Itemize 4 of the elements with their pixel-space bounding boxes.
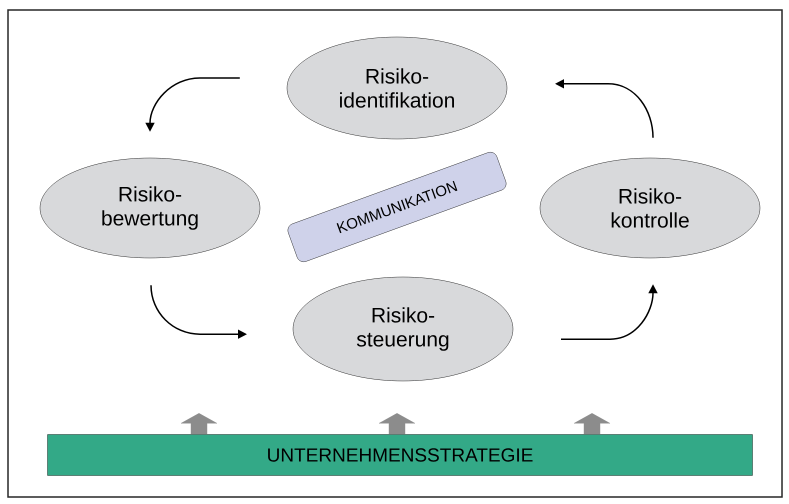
strategy-bar: UNTERNEHMENSSTRATEGIE (47, 434, 753, 476)
arrow (378, 413, 416, 434)
arrow (574, 413, 610, 434)
arrow (180, 413, 218, 434)
